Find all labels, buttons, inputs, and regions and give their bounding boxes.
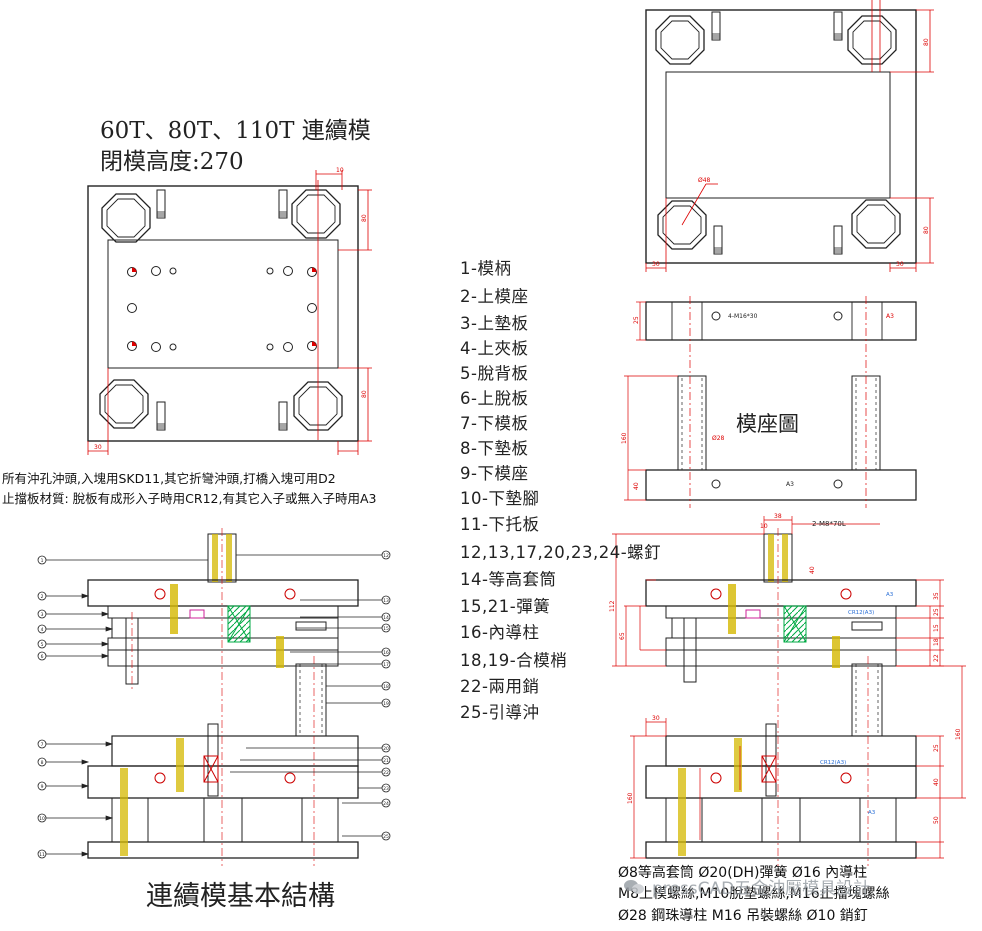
balloon-23: 23 bbox=[383, 786, 389, 792]
plan-view: 10 80 80 30 bbox=[87, 167, 372, 455]
legend-item: 16-內導柱 bbox=[460, 623, 540, 642]
svg-text:40: 40 bbox=[809, 566, 816, 574]
svg-text:CR12(A3): CR12(A3) bbox=[848, 610, 874, 616]
balloon-1: 1 bbox=[41, 558, 44, 564]
legend-item: 9-下模座 bbox=[460, 464, 529, 483]
balloon-17: 17 bbox=[383, 662, 389, 668]
material-note-2: 止擋板材質: 脫板有成形入子時用CR12,有其它入子或無入子時用A3 bbox=[2, 491, 377, 506]
legend-item: 18,19-合模梢 bbox=[460, 651, 568, 670]
svg-text:50: 50 bbox=[933, 816, 940, 824]
legend-item: 6-上脫板 bbox=[460, 389, 529, 408]
upper-die-plan: 80 80 30 30 Ø48 bbox=[645, 0, 934, 272]
dim-top: 10 bbox=[336, 167, 344, 174]
legend-item: 11-下托板 bbox=[460, 515, 540, 534]
svg-text:25: 25 bbox=[933, 744, 940, 752]
mold-base-side-view: 25 160 40 4-M16*30 A3 A3 Ø28 bbox=[621, 296, 917, 508]
hole-note: 4-M16*30 bbox=[728, 313, 758, 320]
balloon-10: 10 bbox=[39, 816, 45, 822]
watermark-text: pressCAD五金沖壓模具設計 bbox=[652, 879, 871, 899]
balloon-7: 7 bbox=[41, 742, 44, 748]
svg-text:30: 30 bbox=[652, 715, 660, 722]
svg-text:80: 80 bbox=[923, 226, 930, 234]
svg-text:A3: A3 bbox=[886, 592, 894, 598]
svg-text:A3: A3 bbox=[786, 481, 794, 488]
right-section-view: 38 10 40 112 35 25 15 18 22 160 30 160 2… bbox=[609, 513, 966, 866]
material-note-1: 所有沖孔沖頭,入塊用SKD11,其它折彎沖頭,打橋入塊可用D2 bbox=[2, 471, 336, 486]
svg-text:18: 18 bbox=[933, 638, 940, 646]
left-section-view: 1 2 3 4 5 6 7 8 9 10 11 12 13 14 15 16 1… bbox=[37, 528, 391, 866]
svg-text:A3: A3 bbox=[886, 313, 894, 320]
balloon-11: 11 bbox=[39, 852, 45, 858]
legend-item: 2-上模座 bbox=[460, 287, 529, 306]
svg-text:Ø28: Ø28 bbox=[712, 435, 725, 442]
svg-text:80: 80 bbox=[923, 38, 930, 46]
balloon-13: 13 bbox=[383, 598, 389, 604]
balloon-8: 8 bbox=[41, 760, 44, 766]
spec-note-1: Ø8等高套筒 Ø20(DH)彈簧 Ø16 內導柱 bbox=[618, 865, 868, 881]
basic-structure-caption: 連續模基本結構 bbox=[146, 881, 335, 912]
svg-text:30: 30 bbox=[652, 261, 660, 268]
balloon-20: 20 bbox=[383, 746, 389, 752]
svg-text:10: 10 bbox=[760, 523, 768, 530]
svg-text:40: 40 bbox=[933, 778, 940, 786]
svg-text:65: 65 bbox=[619, 632, 626, 640]
mold-base-drawing-label: 模座圖 bbox=[736, 412, 799, 436]
spec-note-2: M8上模螺絲,M10脫墊螺絲,M16止擋塊螺絲 bbox=[618, 886, 890, 902]
svg-text:CR12(A3): CR12(A3) bbox=[820, 760, 846, 766]
svg-text:160: 160 bbox=[621, 432, 628, 444]
dim-right-lower: 80 bbox=[361, 390, 368, 398]
legend-item: 7-下模板 bbox=[460, 414, 529, 433]
legend-item: 15,21-彈簧 bbox=[460, 597, 551, 616]
legend-item: 1-模柄 bbox=[460, 259, 512, 278]
svg-text:25: 25 bbox=[933, 608, 940, 616]
balloon-18: 18 bbox=[383, 684, 389, 690]
balloon-21: 21 bbox=[383, 758, 389, 764]
title-line-2: 閉模高度:270 bbox=[100, 149, 244, 175]
balloon-25: 25 bbox=[383, 834, 389, 840]
balloon-3: 3 bbox=[41, 612, 44, 618]
svg-text:112: 112 bbox=[609, 600, 616, 612]
legend-item: 14-等高套筒 bbox=[460, 570, 557, 589]
legend-item: 12,13,17,20,23,24-螺釘 bbox=[460, 543, 662, 562]
balloon-19: 19 bbox=[383, 701, 389, 707]
legend-item: 3-上墊板 bbox=[460, 314, 529, 333]
svg-text:35: 35 bbox=[933, 592, 940, 600]
svg-text:40: 40 bbox=[633, 482, 640, 490]
legend-item: 8-下墊板 bbox=[460, 439, 529, 458]
balloon-14: 14 bbox=[383, 615, 389, 621]
balloon-24: 24 bbox=[383, 801, 389, 807]
svg-text:A3: A3 bbox=[868, 810, 876, 816]
legend-item: 5-脫背板 bbox=[460, 364, 529, 383]
dim-bottom-left: 30 bbox=[94, 444, 102, 451]
balloon-5: 5 bbox=[41, 642, 44, 648]
balloon-22: 22 bbox=[383, 770, 389, 776]
spec-note-3: Ø28 鋼珠導柱 M16 吊裝螺絲 Ø10 銷釘 bbox=[618, 908, 868, 924]
balloon-6: 6 bbox=[41, 654, 44, 660]
svg-text:25: 25 bbox=[633, 316, 640, 324]
balloon-15: 15 bbox=[383, 626, 389, 632]
balloon-2: 2 bbox=[41, 594, 44, 600]
balloon-4: 4 bbox=[41, 627, 44, 633]
svg-text:30: 30 bbox=[896, 261, 904, 268]
svg-text:22: 22 bbox=[933, 654, 940, 662]
dim-right-upper: 80 bbox=[361, 214, 368, 222]
legend-item: 22-兩用銷 bbox=[460, 677, 540, 696]
legend-item: 4-上夾板 bbox=[460, 339, 529, 358]
title-line-1: 60T、80T、110T 連續模 bbox=[100, 118, 371, 144]
svg-text:15: 15 bbox=[933, 624, 940, 632]
wechat-icon bbox=[624, 878, 646, 896]
svg-text:160: 160 bbox=[627, 792, 634, 804]
legend-item: 25-引導沖 bbox=[460, 703, 540, 722]
watermark: pressCAD五金沖壓模具設計 bbox=[624, 874, 870, 899]
dia-48-label: Ø48 bbox=[698, 177, 711, 184]
screw-note: 2-M8*70L bbox=[812, 520, 846, 528]
balloon-16: 16 bbox=[383, 650, 389, 656]
svg-text:160: 160 bbox=[955, 728, 962, 740]
balloon-9: 9 bbox=[41, 784, 44, 790]
svg-text:38: 38 bbox=[774, 513, 782, 520]
legend-item: 10-下墊腳 bbox=[460, 489, 540, 508]
balloon-12: 12 bbox=[383, 553, 389, 559]
